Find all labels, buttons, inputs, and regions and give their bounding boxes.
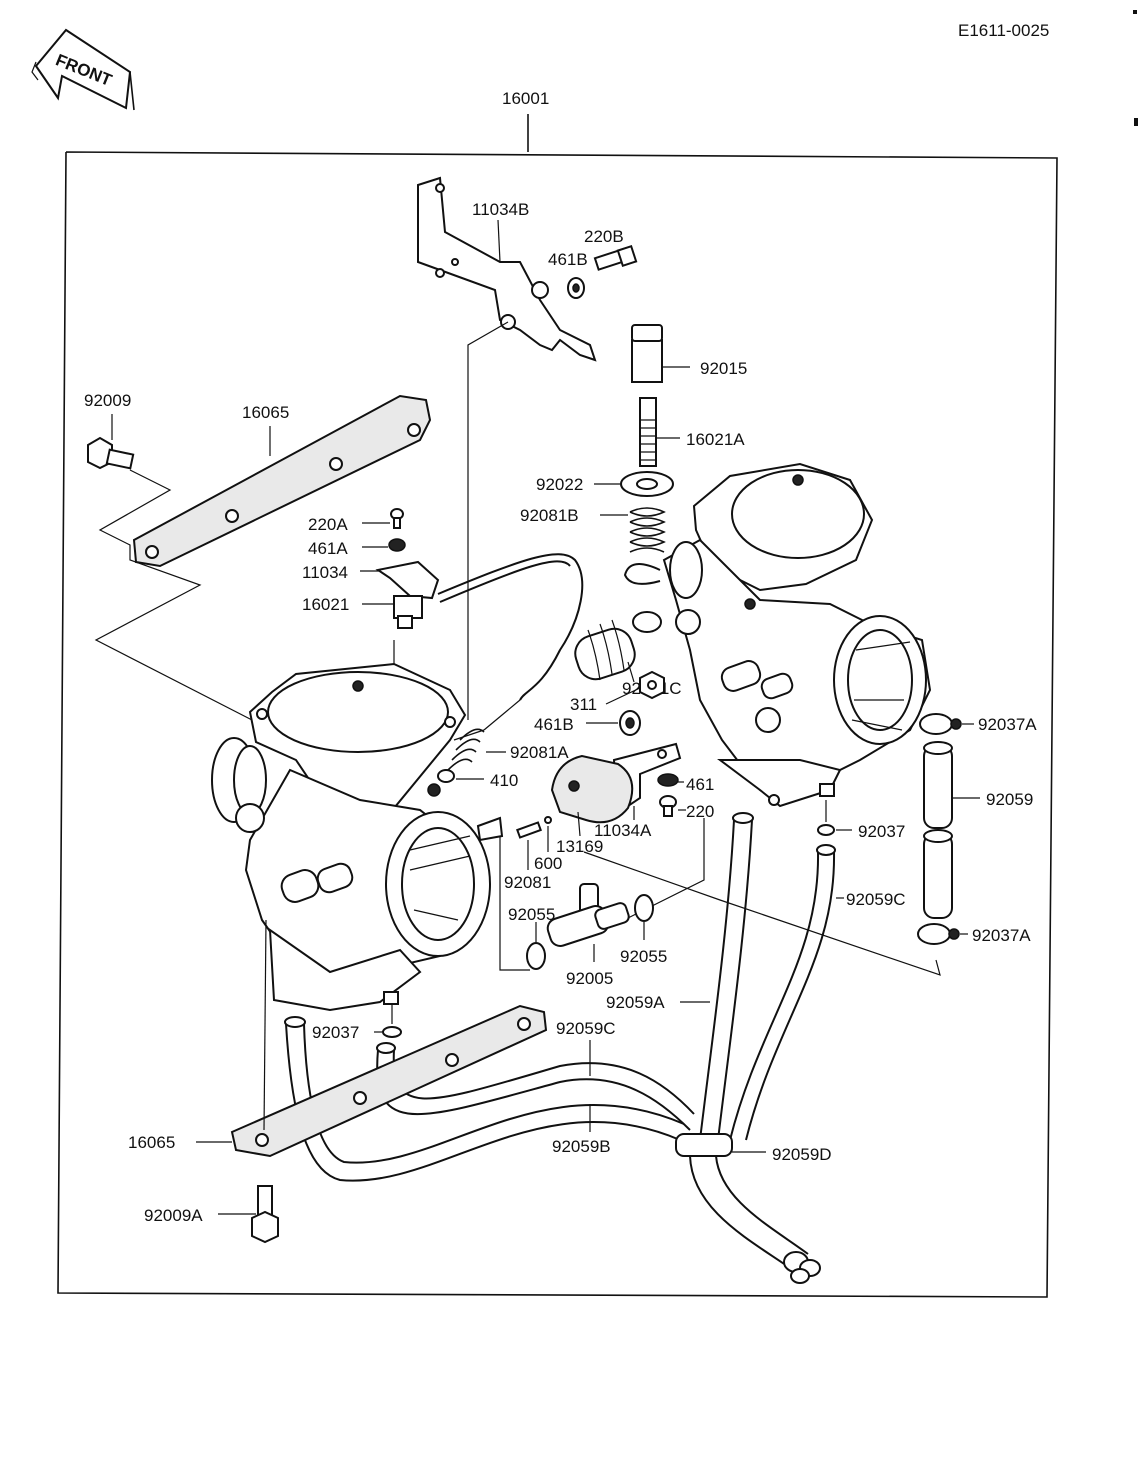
washer-461 bbox=[657, 773, 679, 787]
label-16065-top: 16065 bbox=[242, 403, 289, 422]
bracket-11034B bbox=[417, 176, 597, 362]
label-92037-left: 92037 bbox=[312, 1023, 359, 1042]
label-461: 461 bbox=[686, 775, 714, 794]
label-92059B: 92059B bbox=[552, 1137, 611, 1156]
label-220A: 220A bbox=[308, 515, 348, 534]
washer-461B-top bbox=[567, 277, 585, 299]
label-461A: 461A bbox=[308, 539, 348, 558]
label-410: 410 bbox=[490, 771, 518, 790]
ball-600 bbox=[544, 816, 552, 824]
label-11034B: 11034B bbox=[472, 200, 529, 219]
carburetor-left bbox=[211, 662, 504, 1012]
screw-92081 bbox=[516, 821, 542, 839]
bracket-11034 bbox=[375, 560, 440, 600]
label-461B-top: 461B bbox=[548, 250, 588, 269]
assembly-frame bbox=[57, 151, 1058, 1298]
label-92009: 92009 bbox=[84, 391, 131, 410]
cap-92015 bbox=[631, 324, 663, 383]
front-arrow-icon: FRONT bbox=[31, 28, 135, 111]
clip-92037-left bbox=[382, 1026, 402, 1038]
plate-13169 bbox=[550, 754, 634, 824]
label-11034A: 11034A bbox=[594, 821, 652, 840]
label-220: 220 bbox=[686, 802, 714, 821]
label-92081: 92081 bbox=[504, 873, 551, 892]
label-600: 600 bbox=[534, 854, 562, 873]
label-92015: 92015 bbox=[700, 359, 747, 378]
washer-461B-mid bbox=[619, 710, 641, 736]
label-13169: 13169 bbox=[556, 837, 603, 856]
hose-92059A bbox=[699, 812, 754, 1141]
spring-92081A bbox=[447, 728, 485, 771]
label-461B-mid: 461B bbox=[534, 715, 574, 734]
label-16065-bottom: 16065 bbox=[128, 1133, 175, 1152]
gasket-92055-right bbox=[634, 894, 654, 922]
clip-ring bbox=[623, 563, 661, 585]
label-92009A: 92009A bbox=[144, 1206, 203, 1225]
bolt-92009 bbox=[87, 436, 135, 470]
plate-16065-top bbox=[132, 394, 432, 568]
label-92037-right: 92037 bbox=[858, 822, 905, 841]
label-92055-left: 92055 bbox=[508, 905, 555, 924]
label-311: 311 bbox=[570, 695, 597, 714]
hose-92059C-right bbox=[729, 844, 836, 1141]
gasket-92055-left bbox=[526, 942, 546, 970]
label-92081A: 92081A bbox=[510, 743, 569, 762]
label-92059: 92059 bbox=[986, 790, 1033, 809]
clip-92037A-bottom bbox=[917, 923, 960, 945]
screw-220A bbox=[390, 508, 404, 529]
throttle-stop-16021 bbox=[393, 595, 423, 629]
clip-92037-right bbox=[817, 824, 835, 836]
hose-92059 bbox=[923, 741, 953, 919]
label-92059C-mid: 92059C bbox=[556, 1019, 616, 1038]
label-92037A-bottom: 92037A bbox=[972, 926, 1031, 945]
screw-220 bbox=[659, 795, 677, 817]
fitting-92005 bbox=[546, 883, 630, 947]
boot-92081C bbox=[574, 619, 636, 681]
clip-92037A-top bbox=[919, 713, 962, 735]
carburetor-right bbox=[662, 462, 932, 808]
label-92005: 92005 bbox=[566, 969, 613, 988]
clamp-92059D bbox=[675, 1133, 821, 1284]
nut-311 bbox=[639, 670, 665, 700]
plate-16065-bottom bbox=[230, 1004, 548, 1158]
bolt-92009A bbox=[251, 1185, 279, 1244]
label-92059C-right: 92059C bbox=[846, 890, 906, 909]
label-220B: 220B bbox=[584, 227, 624, 246]
label-92037A-top: 92037A bbox=[978, 715, 1037, 734]
label-16021A: 16021A bbox=[686, 430, 745, 449]
label-11034: 11034 bbox=[302, 563, 348, 582]
label-92059A: 92059A bbox=[606, 993, 665, 1012]
oring-410 bbox=[437, 769, 455, 783]
label-16021: 16021 bbox=[302, 595, 349, 614]
screw-16021A bbox=[639, 397, 657, 467]
washer-461A bbox=[388, 538, 406, 552]
label-92081B: 92081B bbox=[520, 506, 579, 525]
label-92022: 92022 bbox=[536, 475, 583, 494]
label-92059D: 92059D bbox=[772, 1145, 832, 1164]
label-16001: 16001 bbox=[502, 89, 549, 108]
diagram-code: E1611-0025 bbox=[958, 21, 1049, 40]
spring-92081B bbox=[629, 507, 666, 553]
throttle-cable bbox=[437, 553, 584, 701]
bolt-220B bbox=[593, 244, 638, 271]
label-92055-right: 92055 bbox=[620, 947, 667, 966]
washer-92022 bbox=[620, 471, 674, 497]
